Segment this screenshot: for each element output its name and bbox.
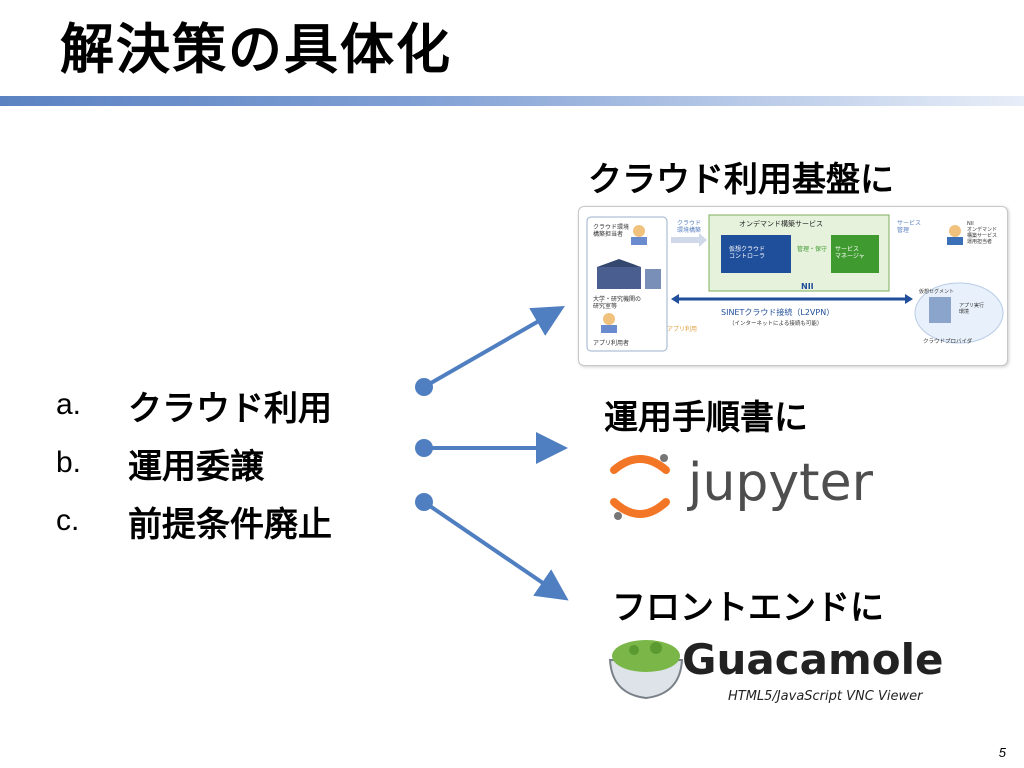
list-letter: c. [56, 504, 80, 537]
list-letter: b. [56, 446, 82, 479]
service-mgmt-label: サービス管理 [897, 219, 921, 234]
sinet-label: SINETクラウド接続（L2VPN） [721, 307, 834, 317]
jupyter-wordmark: jupyter [687, 453, 874, 513]
right-arrow-icon [905, 294, 913, 304]
arrow-to-cloud [423, 306, 565, 389]
list-text: クラウド利用 [128, 388, 332, 429]
app-env-label: アプリ実行環境 [959, 302, 984, 315]
person-icon [601, 325, 617, 333]
page-number: 5 [998, 745, 1006, 760]
list-item: c. 前提条件廃止 [56, 492, 332, 550]
nii-label: NII [801, 282, 814, 291]
frontend-heading: フロントエンドに [612, 588, 884, 628]
ondemand-title: オンデマンド構築サービス [739, 219, 823, 228]
person-icon [631, 237, 647, 245]
list-item: a. クラウド利用 [56, 376, 332, 434]
left-arrow-icon [671, 294, 679, 304]
jupyter-logo: jupyter [610, 453, 874, 520]
list-item: b. 運用委譲 [56, 434, 332, 492]
sinet-sub-label: （インターネットによる接続も可能） [729, 319, 822, 327]
right-arrow-icon [671, 233, 707, 247]
list-text: 前提条件廃止 [128, 504, 332, 545]
guacamole-tagline: HTML5/JavaScript VNC Viewer [728, 689, 924, 704]
mgmt-maint-label: 管理・保守 [797, 245, 827, 253]
cloud-provider-label: クラウドプロバイダ [923, 337, 973, 345]
jupyter-arc-bottom [610, 498, 670, 518]
virtual-segment-label: 仮想セグメント [919, 288, 954, 295]
guacamole-dip-icon [629, 645, 639, 655]
service-manager-box [831, 235, 879, 273]
server-icon [929, 297, 951, 323]
virtual-controller-box [721, 235, 791, 273]
guacamole-logo: Guacamole HTML5/JavaScript VNC Viewer [608, 635, 943, 704]
cloud-admin-label: クラウド環境構築担当者 [593, 223, 629, 238]
jupyter-dot [660, 454, 668, 462]
cloud-heading: クラウド利用基盤に [588, 160, 894, 200]
guacamole-wordmark: Guacamole [682, 635, 943, 684]
person-icon [947, 237, 963, 245]
arrow-dot [415, 378, 433, 396]
arrow-to-frontend [422, 500, 569, 601]
univ-lab-label: 大学・研究機関の研究室等 [593, 295, 641, 310]
slide-title: 解決策の具体化 [60, 18, 452, 81]
guacamole-dip-icon [650, 642, 662, 654]
app-user-label: アプリ利用者 [593, 339, 629, 347]
cloud-build-label: クラウド環境構築 [677, 219, 701, 234]
app-use-label: アプリ利用 [667, 325, 697, 333]
virtual-controller-label: 仮想クラウドコントローラ [729, 245, 765, 260]
building-icon [597, 259, 661, 289]
jupyter-dot [614, 512, 622, 520]
solution-list: a. クラウド利用 b. 運用委譲 c. 前提条件廃止 [56, 376, 332, 550]
title-underline [0, 96, 1024, 106]
person-icon [603, 313, 615, 325]
person-icon [949, 225, 961, 237]
service-manager-label: サービスマネージャ [835, 245, 865, 260]
runbook-heading: 運用手順書に [604, 398, 808, 438]
list-letter: a. [56, 388, 82, 421]
guacamole-dip-icon [612, 640, 680, 672]
arrow-dot [415, 493, 433, 511]
jupyter-arc-top [610, 455, 670, 474]
list-text: 運用委譲 [128, 446, 264, 487]
arrow-dot [415, 439, 433, 457]
person-icon [633, 225, 645, 237]
architecture-diagram: クラウド環境構築担当者 大学・研究機関の研究室等 アプリ利用者 クラウド環境構築… [578, 206, 1008, 366]
svg-text:クラウド環境構築担当者: クラウド環境構築担当者 [593, 223, 629, 238]
